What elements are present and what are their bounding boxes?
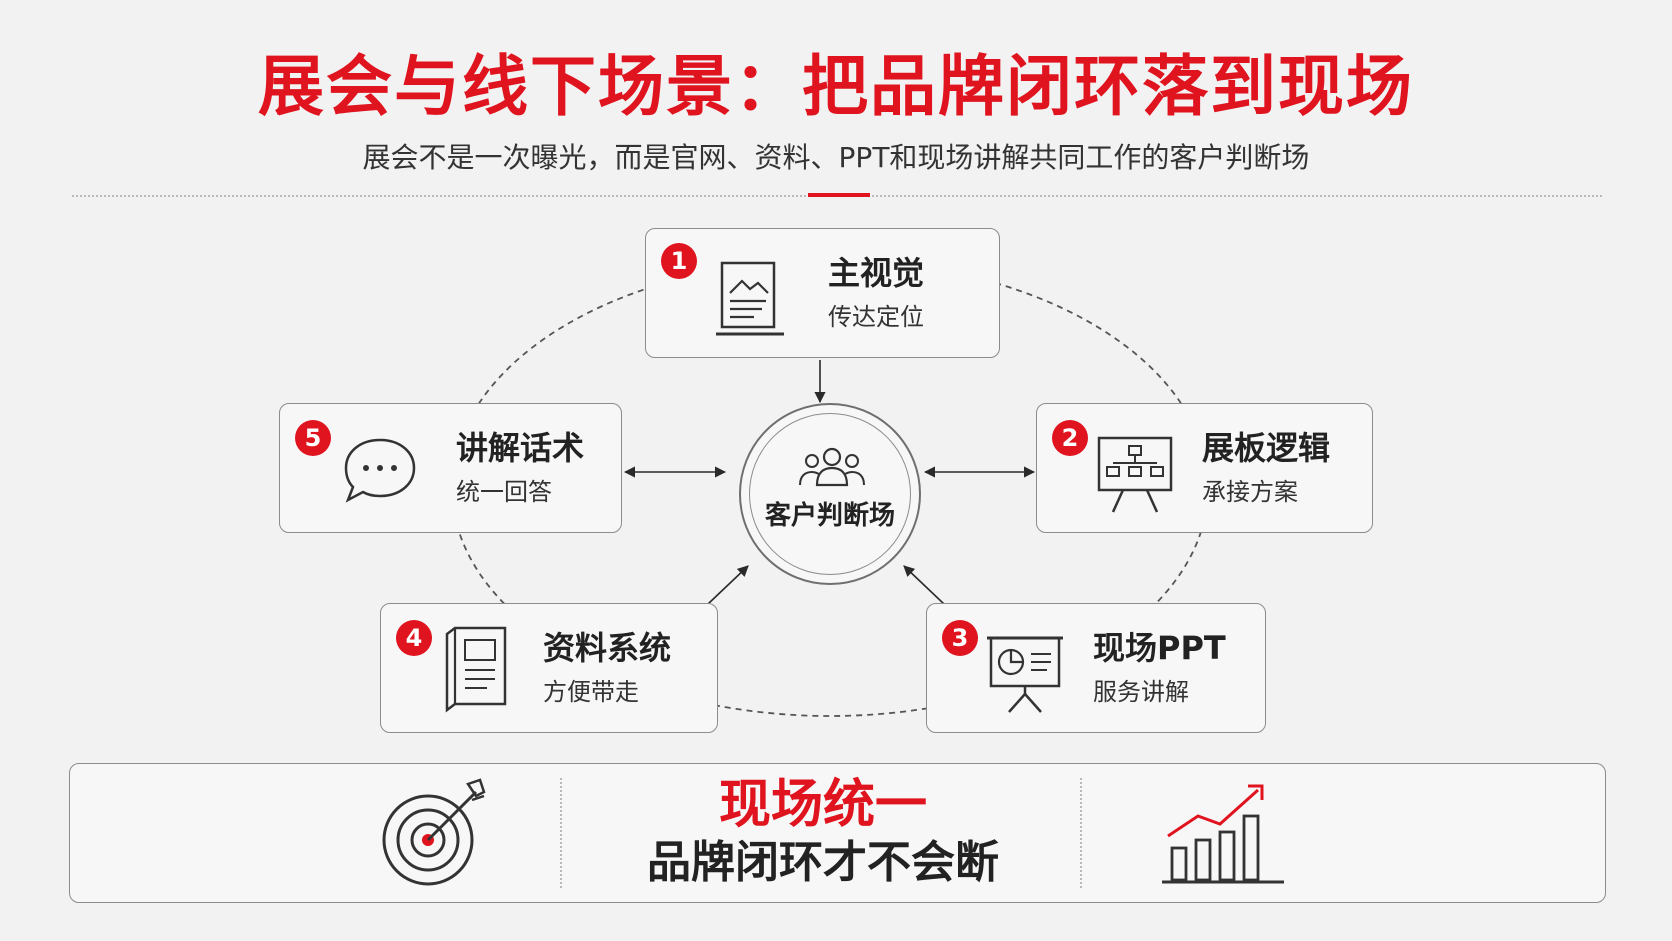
- panel-separator-left: [560, 778, 562, 888]
- card-title: 主视觉: [828, 254, 925, 292]
- card-number-badge: 1: [661, 243, 697, 279]
- card-subtitle: 服务讲解: [1093, 678, 1189, 706]
- arrow-card3-to-hub: [903, 565, 945, 605]
- page-subtitle: 展会不是一次曝光，而是官网、资料、PPT和现场讲解共同工作的客户判断场: [362, 141, 1310, 174]
- panel-separator-right: [1080, 778, 1082, 888]
- card-subtitle: 承接方案: [1202, 478, 1298, 506]
- card-panel-logic: 2 展板逻辑 承接方案: [1036, 403, 1373, 533]
- page-title: 展会与线下场景：把品牌闭环落到现场: [258, 48, 1414, 125]
- summary-panel: 现场统一 品牌闭环才不会断: [69, 763, 1606, 903]
- card-onsite-ppt: 3 现场PPT 服务讲解: [926, 603, 1266, 733]
- hub-circle: 客户判断场: [739, 403, 921, 585]
- hub-inner-ring: [749, 413, 911, 575]
- flowchart-board-icon: [1097, 436, 1173, 513]
- hub-label: 客户判断场: [764, 501, 895, 531]
- poster-stand-icon: [716, 261, 784, 336]
- growth-chart-icon: [1162, 784, 1284, 884]
- target-arrow-icon: [382, 778, 486, 886]
- summary-subline: 品牌闭环才不会断: [647, 837, 999, 888]
- card-subtitle: 传达定位: [828, 303, 924, 331]
- card-talking-points: 5 讲解话术 统一回答: [279, 403, 622, 533]
- speech-bubble-icon: [344, 438, 416, 503]
- card-number-badge: 5: [295, 420, 331, 456]
- card-title: 展板逻辑: [1202, 429, 1331, 467]
- presentation-screen-icon: [987, 636, 1063, 713]
- summary-headline: 现场统一: [718, 775, 927, 835]
- card-number-badge: 3: [942, 620, 978, 656]
- arrow-card4-to-hub: [707, 565, 749, 605]
- card-subtitle: 统一回答: [456, 478, 552, 506]
- card-subtitle: 方便带走: [543, 678, 639, 706]
- card-number-badge: 4: [396, 620, 432, 656]
- card-title: 资料系统: [543, 629, 672, 667]
- card-materials-system: 4 资料系统 方便带走: [380, 603, 718, 733]
- card-main-visual: 1 主视觉 传达定位: [645, 228, 1000, 358]
- people-group-icon: [799, 447, 865, 487]
- header-divider-accent: [808, 193, 870, 197]
- card-title: 现场PPT: [1093, 629, 1226, 667]
- summary-text: 现场统一 品牌闭环才不会断: [563, 764, 1083, 904]
- brochure-icon: [445, 626, 507, 713]
- card-number-badge: 2: [1052, 420, 1088, 456]
- card-title: 讲解话术: [456, 429, 585, 467]
